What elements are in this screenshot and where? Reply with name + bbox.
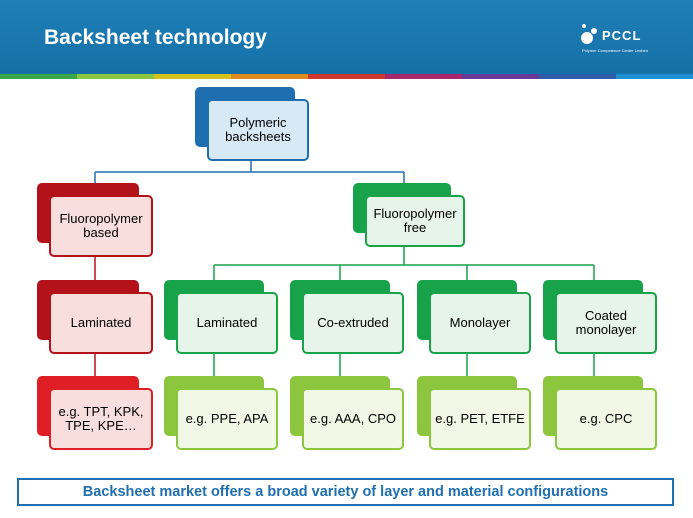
based-laminated-label: Laminated	[49, 292, 153, 354]
root-node-label: Polymeric backsheets	[207, 99, 309, 161]
slide-header: Backsheet technology PCCL Polymer Compet…	[0, 0, 693, 74]
free-example-cpc-label: e.g. CPC	[555, 388, 657, 450]
based-laminated-node: Laminated	[37, 280, 153, 355]
color-stripe-0	[0, 74, 77, 79]
color-stripe-1	[77, 74, 154, 79]
slide-title: Backsheet technology	[44, 26, 267, 49]
free-example-pet-node: e.g. PET, ETFE	[417, 376, 531, 451]
free-type-monolayer-node: Monolayer	[417, 280, 531, 355]
pccl-logo-text: PCCL	[602, 28, 642, 43]
free-type-monolayer-label: Monolayer	[429, 292, 531, 354]
color-stripe-6	[462, 74, 539, 79]
free-example-cpc-node: e.g. CPC	[543, 376, 657, 451]
free-type-coated-monolayer-node: Coated monolayer	[543, 280, 657, 355]
color-stripe-5	[385, 74, 462, 79]
free-example-aaa-label: e.g. AAA, CPO	[302, 388, 404, 450]
pccl-logo-icon	[581, 24, 597, 44]
color-stripe-4	[308, 74, 385, 79]
color-stripe-bar	[0, 74, 693, 79]
pccl-logo: PCCL Polymer Competence Center Leoben	[578, 18, 678, 58]
root-node: Polymeric backsheets	[195, 87, 309, 162]
fluoropolymer-based-node: Fluoropolymer based	[37, 183, 153, 258]
free-example-ppe-node: e.g. PPE, APA	[164, 376, 278, 451]
color-stripe-3	[231, 74, 308, 79]
free-type-coextruded-label: Co-extruded	[302, 292, 404, 354]
fluoropolymer-based-label: Fluoropolymer based	[49, 195, 153, 257]
color-stripe-8	[616, 74, 693, 79]
footer-statement: Backsheet market offers a broad variety …	[17, 478, 674, 506]
free-type-laminated-node: Laminated	[164, 280, 278, 355]
fluoropolymer-free-label: Fluoropolymer free	[365, 195, 465, 247]
color-stripe-2	[154, 74, 231, 79]
free-example-pet-label: e.g. PET, ETFE	[429, 388, 531, 450]
free-type-laminated-label: Laminated	[176, 292, 278, 354]
pccl-logo-subtext: Polymer Competence Center Leoben	[582, 48, 649, 53]
free-example-aaa-node: e.g. AAA, CPO	[290, 376, 404, 451]
free-example-ppe-label: e.g. PPE, APA	[176, 388, 278, 450]
free-type-coated-monolayer-label: Coated monolayer	[555, 292, 657, 354]
free-type-coextruded-node: Co-extruded	[290, 280, 404, 355]
based-example-label: e.g. TPT, KPK, TPE, KPE…	[49, 388, 153, 450]
based-example-node: e.g. TPT, KPK, TPE, KPE…	[37, 376, 153, 451]
fluoropolymer-free-node: Fluoropolymer free	[353, 183, 465, 248]
color-stripe-7	[539, 74, 616, 79]
